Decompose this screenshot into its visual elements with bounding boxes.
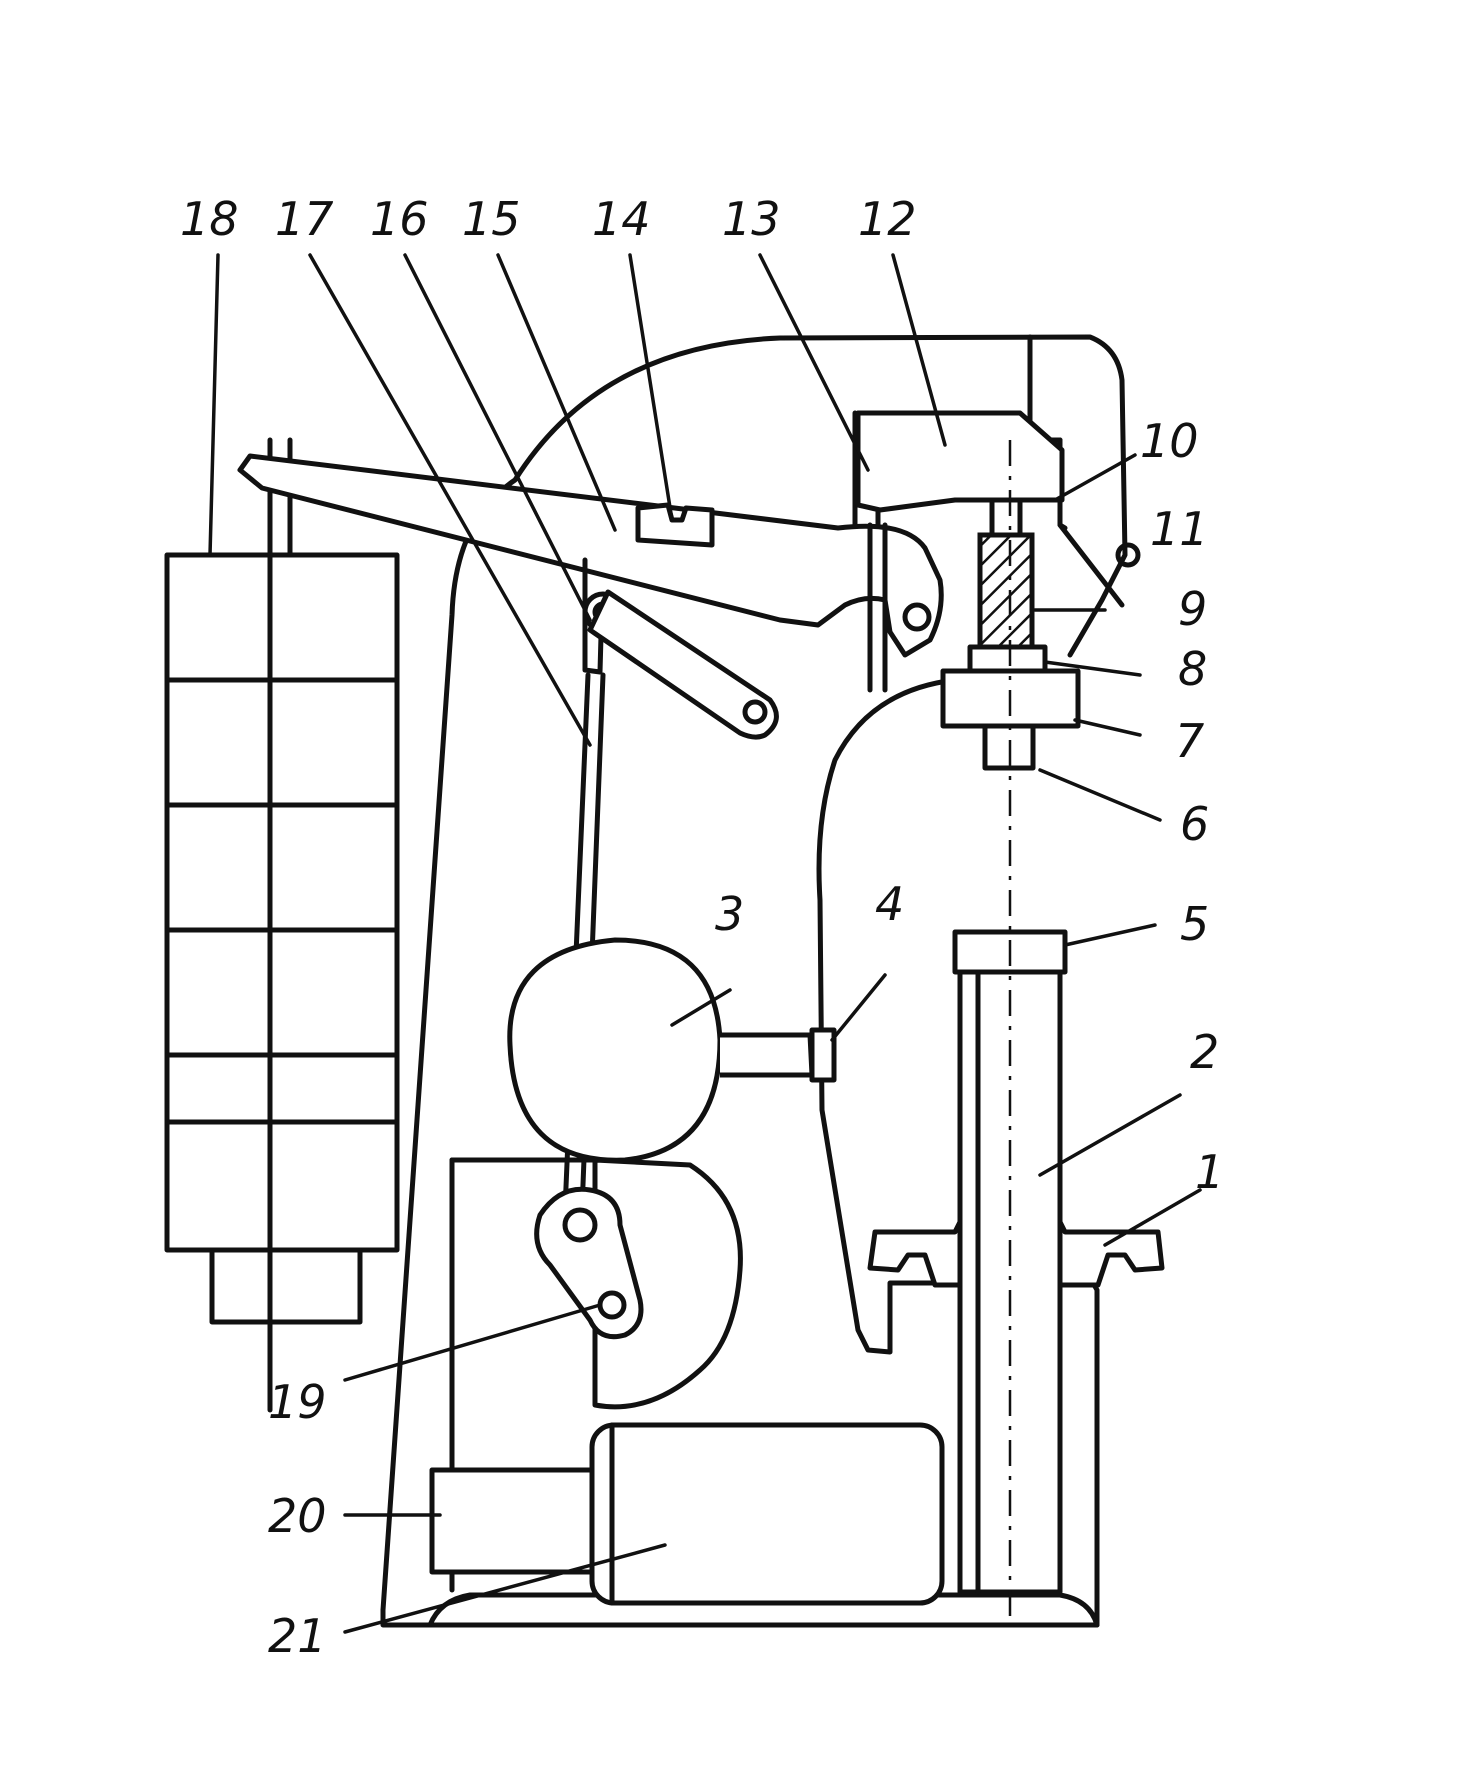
lever-pivot (902, 602, 932, 632)
upper-housing (852, 410, 1065, 693)
spindle (940, 497, 1081, 771)
anvil-column (867, 929, 1165, 1595)
callout-13: 13 (722, 192, 781, 246)
callout-15: 15 (462, 192, 521, 246)
callout-4: 4 (875, 877, 904, 931)
knob-11 (1115, 542, 1141, 568)
cam-mechanism (507, 937, 837, 1410)
callout-5: 5 (1180, 897, 1209, 951)
weight-stack (164, 437, 400, 1413)
callout-7: 7 (1175, 714, 1204, 768)
callout-10: 10 (1140, 414, 1199, 468)
callout-16: 16 (370, 192, 429, 246)
callout-18: 18 (180, 192, 239, 246)
leader-lines (208, 253, 1202, 1634)
callout-20: 20 (268, 1489, 327, 1543)
drive-unit (429, 1157, 945, 1606)
callout-2: 2 (1190, 1025, 1219, 1079)
callout-3: 3 (715, 887, 744, 941)
callout-6: 6 (1180, 797, 1209, 851)
callout-14: 14 (592, 192, 651, 246)
callout-21: 21 (268, 1609, 327, 1663)
callout-11: 11 (1150, 502, 1209, 556)
callout-17: 17 (275, 192, 334, 246)
callout-19: 19 (268, 1375, 327, 1429)
callout-1: 1 (1195, 1145, 1224, 1199)
callout-12: 12 (858, 192, 917, 246)
callout-labels: 1 2 3 4 5 6 7 8 9 10 11 12 13 14 15 16 1… (180, 192, 1224, 1663)
callout-8: 8 (1178, 642, 1207, 696)
callout-9: 9 (1178, 582, 1207, 636)
